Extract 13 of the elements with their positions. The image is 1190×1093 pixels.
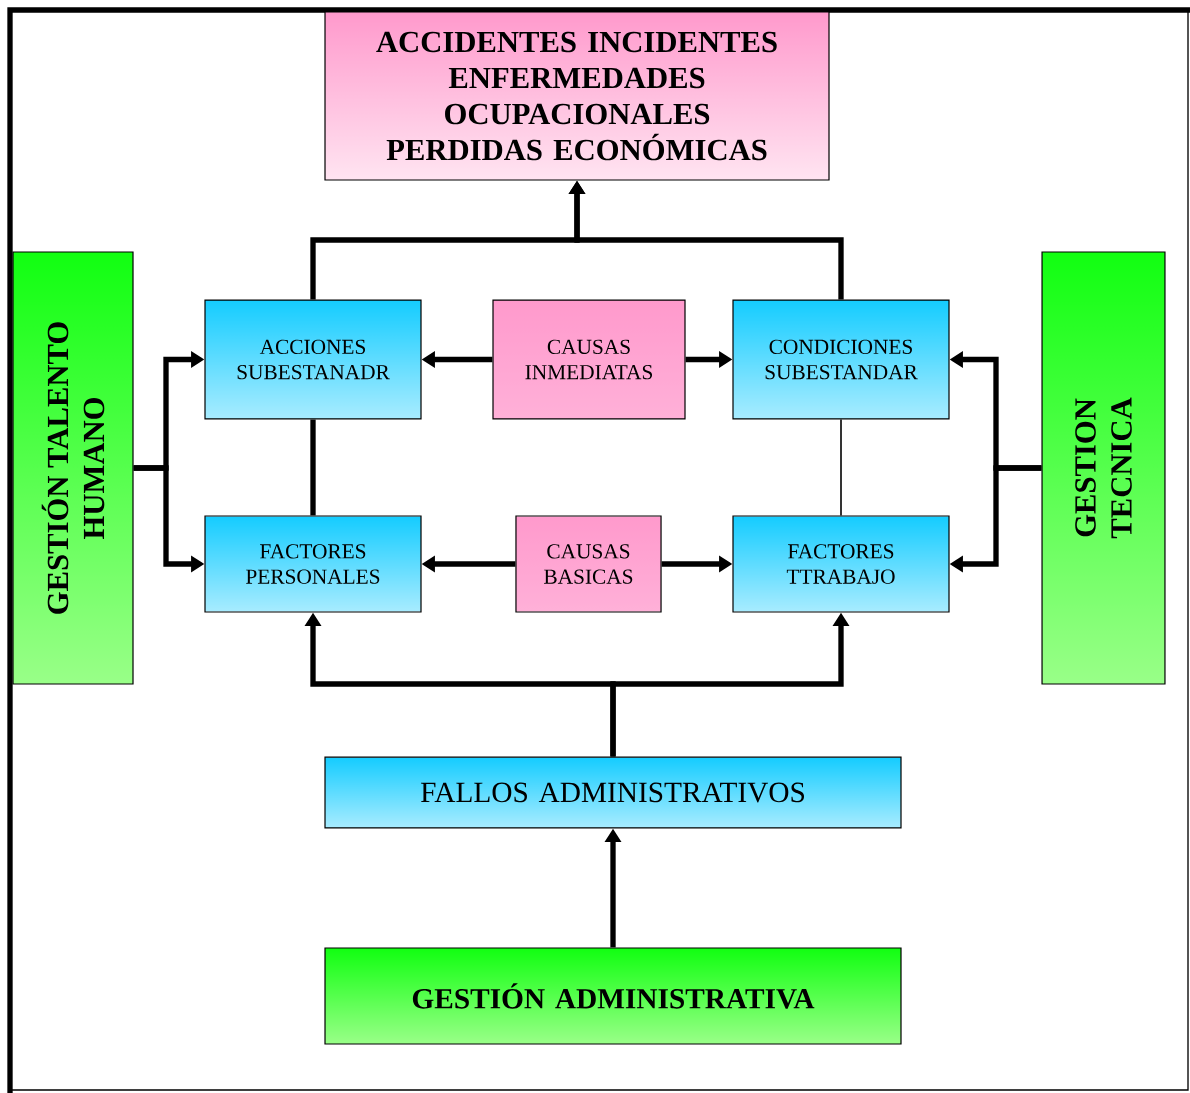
- factor-box: CONDICIONES SUBESTANDAR: [732, 299, 950, 420]
- result-box: ACCIDENTES INCIDENTES ENFERMEDADES OCUPACIONALES PERDIDAS ECONÓMICAS: [324, 11, 830, 181]
- factor-box: FACTORES PERSONALES: [204, 515, 422, 613]
- cause-box: CAUSAS BASICAS: [515, 515, 662, 613]
- management-box: GESTIÓN ADMINISTRATIVA: [324, 947, 902, 1045]
- cause-box: CAUSAS INMEDIATAS: [492, 299, 686, 420]
- factor-box: FACTORES TTRABAJO: [732, 515, 950, 613]
- connector-line: [840, 418, 842, 517]
- management-band: GESTIÓN TALENTO HUMANO: [12, 251, 134, 685]
- failure-box: FALLOS ADMINISTRATIVOS: [324, 756, 902, 829]
- management-band: GESTION TECNICA: [1041, 251, 1166, 685]
- connector-line: [310, 419, 316, 516]
- factor-box: ACCIONES SUBESTANADR: [204, 299, 422, 420]
